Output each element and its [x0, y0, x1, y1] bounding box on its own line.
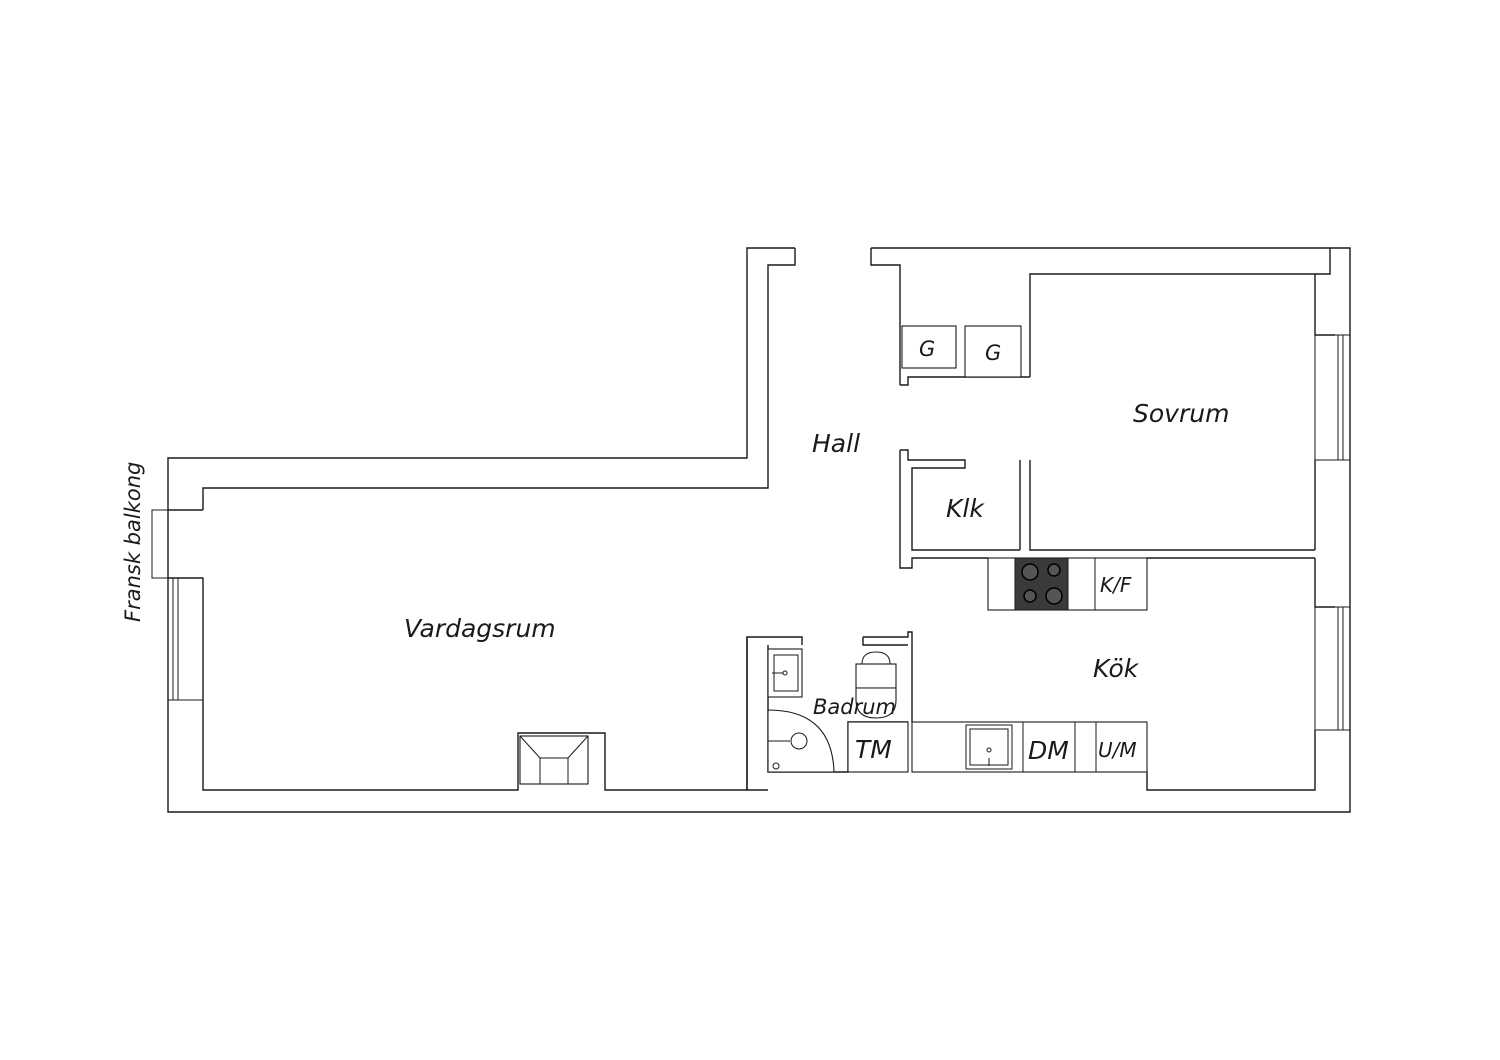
room-label-kok: Kök	[1093, 654, 1140, 683]
toilet	[855, 651, 897, 719]
bathroom-sink	[767, 648, 803, 698]
window-living-room	[167, 577, 204, 701]
label-fridge-freezer: K/F	[1100, 573, 1132, 597]
label-washing-machine: TM	[855, 735, 892, 764]
shower	[767, 709, 835, 773]
french-balcony-door	[151, 509, 203, 579]
kitchen-sink	[965, 724, 1013, 770]
wardrobe-2	[964, 325, 1022, 378]
room-label-hall: Hall	[812, 429, 860, 458]
room-label-badrum: Badrum	[813, 695, 896, 719]
wardrobe-1	[901, 325, 957, 369]
room-label-sovrum: Sovrum	[1133, 399, 1229, 428]
room-label-vardagsrum: Vardagsrum	[404, 614, 556, 643]
label-wardrobe-2: G	[985, 341, 1001, 365]
fireplace	[519, 735, 589, 785]
window-kitchen	[1314, 606, 1351, 731]
annotation-french-balcony: Fransk balkong	[121, 462, 145, 622]
bedroom-walls	[1019, 273, 1315, 559]
label-wardrobe-1: G	[919, 337, 935, 361]
stove	[1014, 557, 1069, 611]
kitchen-counter-bottom	[911, 721, 1148, 773]
label-dishwasher: DM	[1028, 736, 1069, 765]
hall-walls	[862, 376, 1030, 722]
label-oven-microwave: U/M	[1098, 738, 1137, 762]
window-bedroom	[1314, 334, 1351, 461]
outer-walls	[167, 247, 1351, 813]
washing-machine	[847, 721, 909, 773]
room-label-klk: Klk	[946, 494, 985, 523]
